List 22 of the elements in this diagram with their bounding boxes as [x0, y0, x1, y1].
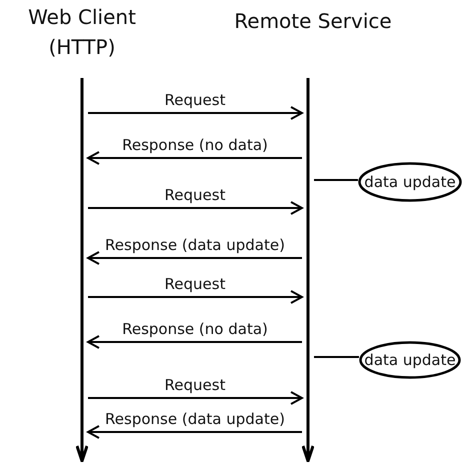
connector-line: [314, 179, 358, 181]
connector-line: [314, 356, 359, 358]
participant-label: Remote Service: [233, 8, 393, 35]
edge-label: Response (no data): [121, 320, 269, 338]
message-arrow: [87, 251, 302, 265]
message-arrow: [88, 201, 303, 215]
edge-label: Request: [164, 91, 226, 109]
message-arrow: [88, 391, 303, 405]
edge-label: Request: [164, 275, 226, 293]
message-arrow: [87, 335, 302, 349]
edge-label: Response (data update): [104, 410, 286, 428]
message-arrow: [88, 106, 303, 120]
event-ellipse: data update: [359, 341, 461, 379]
participant-label: Web Client (HTTP): [27, 4, 137, 61]
message-arrow: [87, 151, 302, 165]
event-ellipse: data update: [358, 162, 462, 202]
edge-label: Request: [164, 376, 226, 394]
edge-label: Response (no data): [121, 136, 269, 154]
message-arrow: [87, 425, 302, 439]
edge-label: Request: [164, 186, 226, 204]
message-arrow: [88, 290, 303, 304]
edge-label: Response (data update): [104, 236, 286, 254]
